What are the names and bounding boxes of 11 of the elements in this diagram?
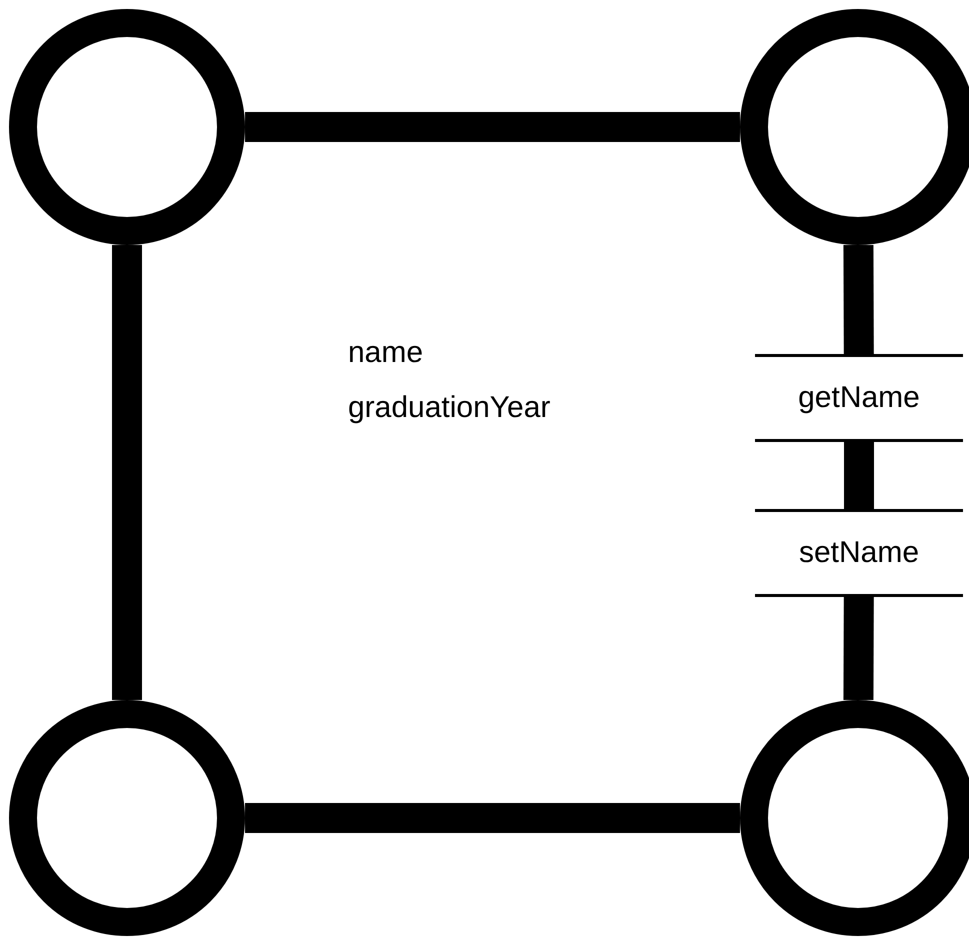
connector-line <box>245 803 740 833</box>
connector-line <box>112 245 142 700</box>
method-box: setName <box>755 509 963 597</box>
connector-line <box>843 244 874 354</box>
connector-line <box>843 596 874 700</box>
attribute-text: graduationYear <box>348 391 550 425</box>
connector-line <box>245 112 740 142</box>
attribute-text: name <box>348 336 424 370</box>
method-box: getName <box>755 354 963 442</box>
circle-node <box>9 700 245 936</box>
circle-node <box>9 9 245 245</box>
